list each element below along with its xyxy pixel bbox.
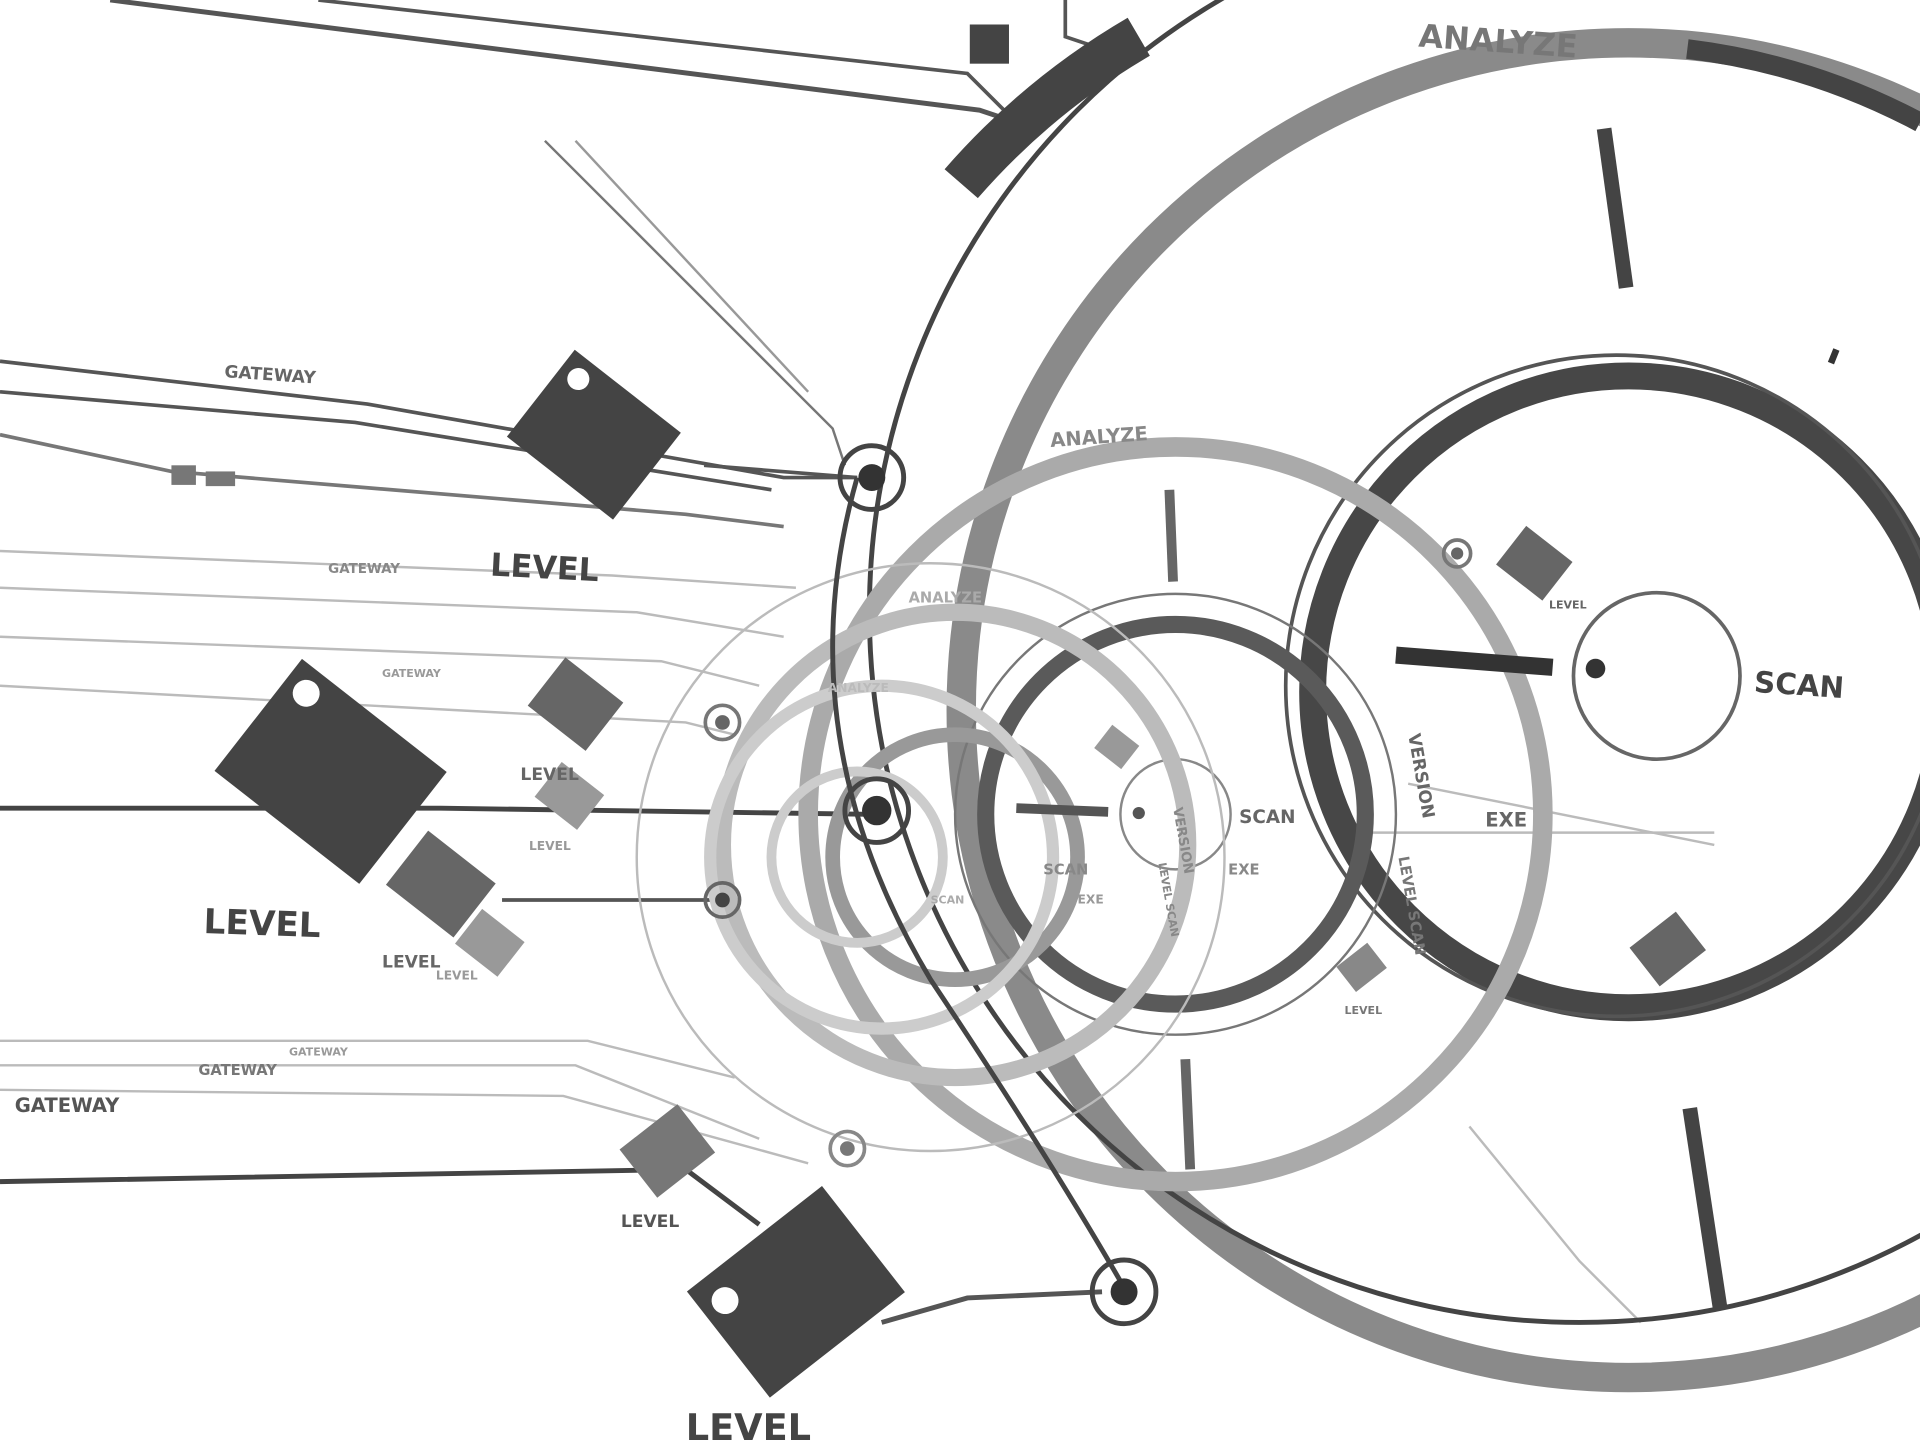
level-label: LEVEL	[203, 902, 321, 946]
rings	[635, 0, 1920, 1393]
chip	[619, 1104, 716, 1198]
dot	[1585, 658, 1606, 679]
scan-label: SCAN	[931, 894, 965, 907]
target-node	[837, 443, 907, 512]
chip	[686, 1185, 905, 1398]
exe-label: EXE	[1078, 893, 1104, 907]
chip	[214, 658, 447, 884]
chip	[1496, 525, 1573, 601]
level-label: LEVEL	[1549, 599, 1587, 612]
connector-block	[969, 24, 1009, 64]
level-label: LEVEL	[621, 1212, 680, 1232]
chip	[1094, 724, 1140, 770]
circuit-lines	[0, 0, 1103, 1325]
chip	[454, 908, 525, 977]
analyze-label: ANALYZE	[828, 681, 889, 695]
gateway-label: GATEWAY	[224, 362, 317, 388]
chip	[527, 657, 624, 751]
target-node	[1441, 538, 1473, 569]
chip	[385, 830, 496, 938]
chip	[506, 349, 681, 520]
exe-label: EXE	[1485, 809, 1527, 832]
target-node	[1089, 1257, 1159, 1327]
target-node	[703, 703, 742, 742]
gateway-label: GATEWAY	[382, 667, 442, 680]
gateway-label: GATEWAY	[289, 1046, 349, 1059]
target-node	[828, 1129, 867, 1168]
scan-label: SCAN	[1753, 665, 1845, 705]
level-label: LEVEL	[489, 546, 600, 590]
version-label: VERSION	[1403, 732, 1438, 820]
level-label: LEVEL	[520, 765, 579, 785]
target-node	[842, 776, 912, 845]
tick-marks	[1016, 127, 1840, 1312]
node-targets	[703, 443, 1606, 1327]
gateway-label: GATEWAY	[328, 562, 400, 577]
target-node	[703, 881, 742, 919]
level-label: LEVEL	[1344, 1004, 1382, 1017]
chip	[1629, 911, 1706, 987]
chips	[214, 349, 1706, 1398]
level-label: LEVEL	[529, 839, 571, 853]
dot	[1132, 806, 1145, 820]
gateway-label: GATEWAY	[15, 1094, 120, 1117]
connector-block	[205, 471, 236, 487]
scan-label: SCAN	[1043, 861, 1088, 878]
level-label: LEVEL	[436, 969, 478, 983]
level-label: LEVEL	[686, 1406, 811, 1440]
scan-label: SCAN	[1239, 807, 1295, 828]
exe-label: EXE	[1228, 861, 1259, 878]
chip	[1336, 942, 1387, 992]
level-label: LEVEL	[382, 952, 441, 972]
analyze-label: ANALYZE	[909, 589, 982, 606]
faint-circuit-lines	[0, 549, 1715, 1324]
gateway-label: GATEWAY	[198, 1062, 277, 1079]
connector-block	[171, 465, 196, 485]
chip	[534, 761, 605, 830]
